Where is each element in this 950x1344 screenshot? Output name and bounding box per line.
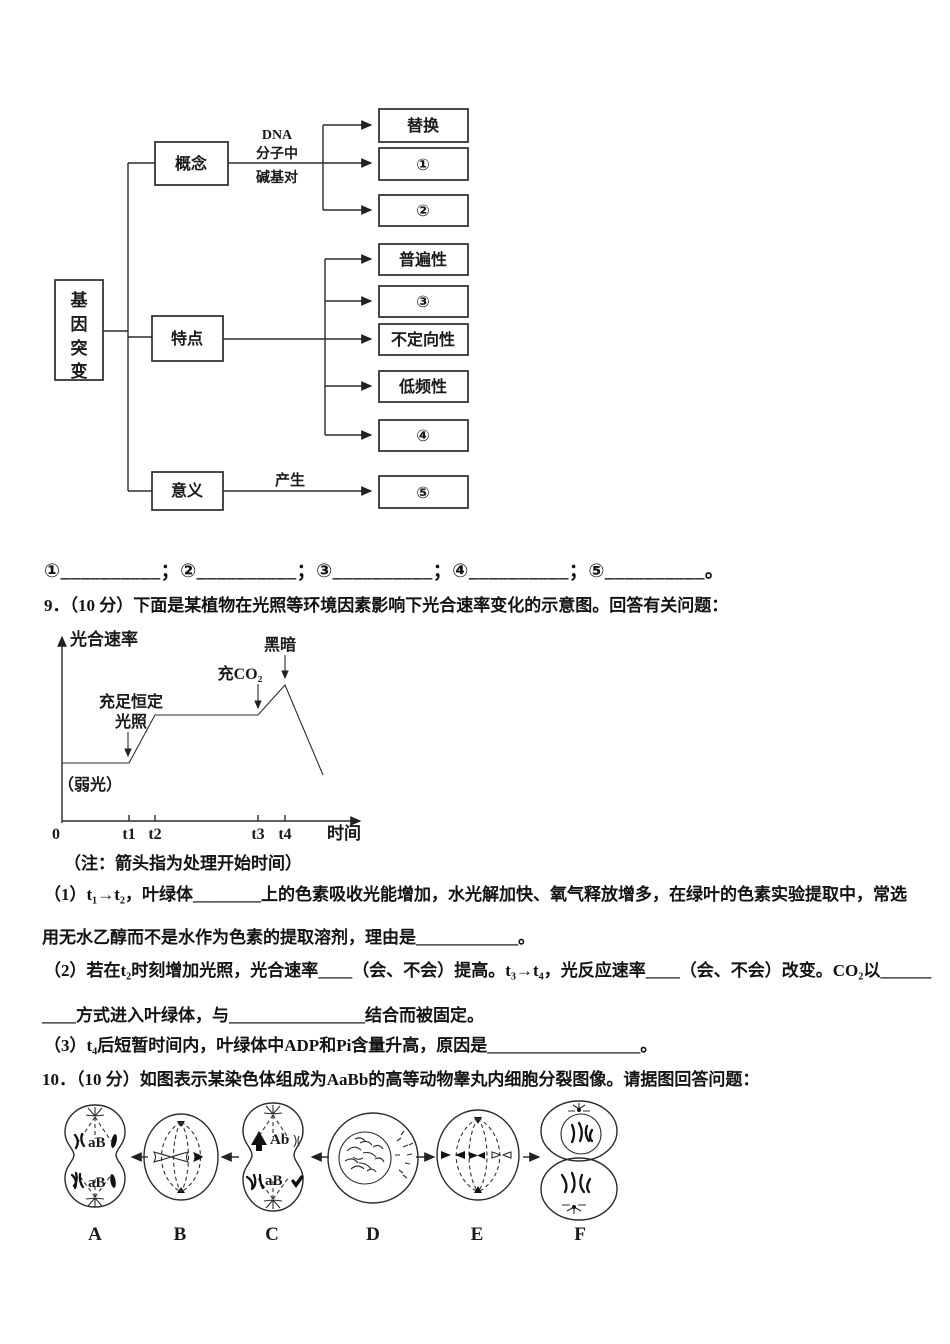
leaf-box-4 xyxy=(378,419,469,452)
meaning-box xyxy=(151,471,224,511)
cell-A-genes-bottom: aB xyxy=(88,1175,106,1191)
root-box xyxy=(54,279,104,381)
leaf-box-lowfreq xyxy=(378,370,469,403)
cell-A: aB aB xyxy=(64,1104,126,1208)
cell-D-membrane xyxy=(327,1112,419,1204)
cell-A-details xyxy=(70,1107,117,1207)
feature-box xyxy=(151,315,224,362)
cell-F xyxy=(540,1100,618,1221)
photosynthesis-curve xyxy=(62,683,324,776)
cell-label-F: F xyxy=(574,1224,586,1245)
gene-mutation-flowchart: 基 因 突 变 DNA 分子中 碱基对 产 xyxy=(54,108,469,511)
root-char-4: 变 xyxy=(71,361,88,381)
leaf-box-2 xyxy=(378,194,469,227)
chart-note: （注：箭头指为处理开始时间） xyxy=(64,854,302,873)
cell-B-membrane xyxy=(143,1113,219,1201)
cell-C-genes-bottom: aB xyxy=(265,1173,283,1189)
cell-E-details xyxy=(441,1117,512,1193)
cell-F-top-nucleus xyxy=(560,1113,602,1155)
leaf-lowfreq: 低频性 xyxy=(398,377,447,396)
cell-F-bottom-membrane xyxy=(540,1157,618,1221)
leaf-universal: 普遍性 xyxy=(399,250,447,269)
cell-E-membrane xyxy=(436,1109,520,1201)
edge-label-jianjidui: 碱基对 xyxy=(256,169,298,186)
cell-E xyxy=(436,1109,520,1201)
tick-label-t3: t3 xyxy=(251,826,264,843)
flowchart-connectors xyxy=(103,120,373,496)
edge-labels: DNA 分子中 碱基对 产生 xyxy=(256,128,305,489)
cell-C: Ab aB xyxy=(242,1102,304,1212)
leaf-box-universal xyxy=(378,243,469,276)
root-char-2: 因 xyxy=(71,315,88,334)
dark-label: 黑暗 xyxy=(264,635,296,654)
q10-heading: 10．（10 分）如图表示某染色体组成为AaBb的高等动物睾丸内细胞分裂图像。请… xyxy=(42,1070,760,1089)
cell-division-figure: aB aB Ab aB xyxy=(64,1100,618,1245)
concept-label: 概念 xyxy=(175,154,208,173)
cell-C-genes-top: Ab xyxy=(270,1132,289,1148)
chart-labels: 光合速率 时间 0 t1 t2 t3 t4 xyxy=(52,629,361,843)
leaf-blank4: ④ xyxy=(416,428,430,445)
leaf-box-3 xyxy=(378,285,469,318)
q9-sub1-line1: （1）t₁→t₂，叶绿体________上的色素吸收光能增加，水光解加快、氧气释… xyxy=(44,885,908,904)
chart-annotations: （弱光） 充足恒定 光照 充CO₂ 黑暗 xyxy=(58,635,296,794)
cell-D-chromatin xyxy=(344,1137,385,1173)
cell-label-D: D xyxy=(366,1224,380,1245)
q9-sub2-line2: ____方式进入叶绿体，与________________结合而被固定。 xyxy=(42,1006,484,1025)
leaf-box-nondirectional xyxy=(378,323,469,356)
answer-blanks-line: ①__________；②__________；③__________；④___… xyxy=(44,561,725,582)
cell-A-genes-top: aB xyxy=(88,1135,106,1151)
q9-heading: 9．（10 分）下面是某植物在光照等环境因素影响下光合速率变化的示意图。回答有关… xyxy=(44,596,729,615)
cell-C-membrane xyxy=(242,1102,304,1212)
cell-D xyxy=(327,1112,419,1204)
meaning-label: 意义 xyxy=(171,481,203,500)
leaf-substitute: 替换 xyxy=(407,116,440,135)
cell-label-A: A xyxy=(88,1224,102,1245)
origin-label: 0 xyxy=(52,826,60,843)
x-axis-label: 时间 xyxy=(327,823,361,843)
full-light-label-line1: 充足恒定 xyxy=(99,692,163,711)
cell-D-nucleus xyxy=(338,1131,392,1185)
edge-label-chansheng: 产生 xyxy=(275,471,305,489)
q9-sub2-line1: （2）若在t₂时刻增加光照，光合速率____（会、不会）提高。t₃→t₄，光反应… xyxy=(44,961,932,980)
full-light-label-line2: 光照 xyxy=(114,712,147,731)
edge-label-dna: DNA xyxy=(262,128,293,143)
weak-light-label: （弱光） xyxy=(58,775,122,794)
cell-C-details xyxy=(245,1105,304,1209)
cell-label-E: E xyxy=(471,1224,484,1245)
root-node: 基 因 突 变 xyxy=(54,279,104,381)
leaf-nodes: 替换 ① ② 普遍性 ③ 不定向性 低频性 ④ ⑤ xyxy=(378,108,469,509)
leaf-blank2: ② xyxy=(416,203,430,220)
cell-B-details xyxy=(152,1121,203,1193)
tick-label-t1: t1 xyxy=(122,826,135,843)
leaf-box-1 xyxy=(378,147,469,181)
cell-F-details xyxy=(560,1103,594,1214)
leaf-blank1: ① xyxy=(416,157,430,174)
edge-label-fenzizhong: 分子中 xyxy=(256,145,298,162)
cell-label-B: B xyxy=(174,1224,187,1245)
chart-axes xyxy=(57,635,362,826)
y-axis-label: 光合速率 xyxy=(69,629,138,649)
cell-D-dots xyxy=(395,1130,414,1179)
q9-sub1-line2: 用无水乙醇而不是水作为色素的提取溶剂，理由是____________。 xyxy=(42,928,535,947)
q9-sub3: （3）t₄后短暂时间内，叶绿体中ADP和Pi含量升高，原因是__________… xyxy=(44,1036,658,1055)
tick-label-t2: t2 xyxy=(148,826,161,843)
cell-B xyxy=(143,1113,219,1201)
branch-nodes: 概念 特点 意义 xyxy=(151,141,229,511)
root-char-3: 突 xyxy=(71,338,88,358)
leaf-nondirectional: 不定向性 xyxy=(391,330,455,349)
root-char-1: 基 xyxy=(70,290,89,310)
leaf-blank5: ⑤ xyxy=(416,485,430,502)
cell-F-top-membrane xyxy=(540,1100,618,1162)
cell-labels: A B C D E F xyxy=(88,1224,586,1245)
leaf-box-5 xyxy=(378,475,469,509)
concept-box xyxy=(154,141,229,186)
photosynthesis-chart: 光合速率 时间 0 t1 t2 t3 t4 （弱光） 充足恒定 光照 充CO₂ … xyxy=(52,629,362,843)
leaf-box-substitute xyxy=(378,108,469,143)
feature-label: 特点 xyxy=(171,329,203,348)
leaf-blank3: ③ xyxy=(416,294,430,311)
cell-label-C: C xyxy=(265,1224,279,1245)
co2-label: 充CO₂ xyxy=(218,664,263,683)
tick-label-t4: t4 xyxy=(278,826,291,843)
